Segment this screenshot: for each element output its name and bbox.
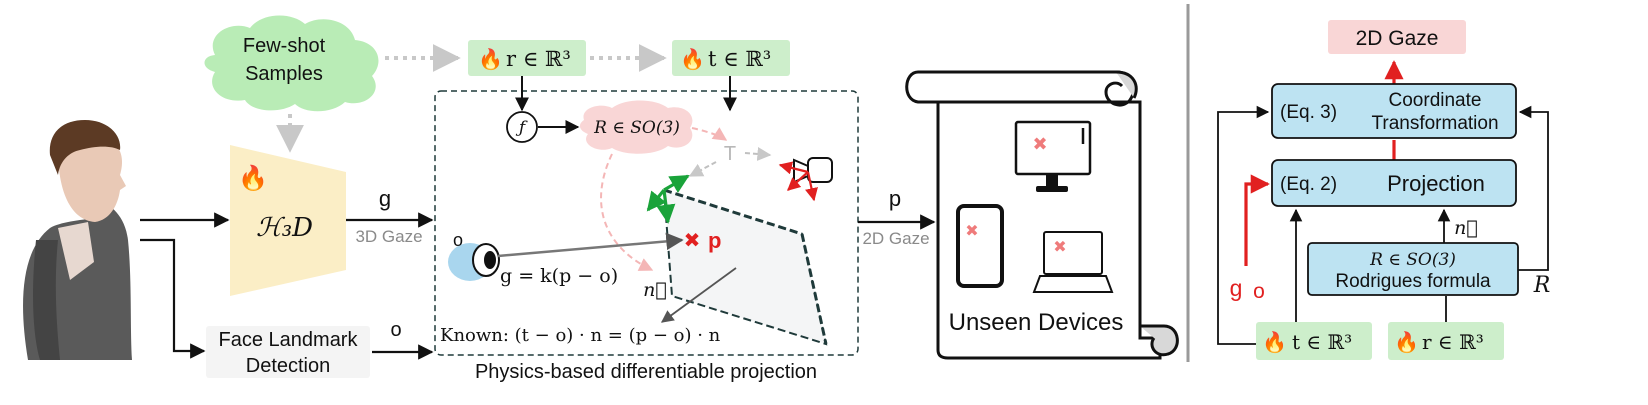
- projection-caption: Physics-based differentiable projection: [475, 361, 817, 383]
- eye-icon: [448, 243, 500, 281]
- R-feedback-arrow: [1518, 105, 1549, 271]
- R-line-label: R ∈ SO(3): [1369, 250, 1456, 270]
- phone-icon: ✖: [956, 204, 1004, 288]
- normal-arrow: [660, 267, 737, 323]
- eq2-label: (Eq. 2): [1280, 174, 1337, 195]
- t-param-label: t ∈ ℝ³: [708, 47, 771, 71]
- gaze2d-output-label: 2D Gaze: [1356, 27, 1439, 50]
- T-label: T: [724, 143, 736, 165]
- rodrigues-fn-icon: [506, 111, 538, 143]
- gaze-ray-arrow: [497, 232, 684, 258]
- T-to-screen-arrow: [688, 161, 717, 177]
- fire-icon: 🔥: [238, 164, 268, 192]
- fire-icon: 🔥: [680, 47, 705, 71]
- gaze3d-label: 3D Gaze: [355, 227, 422, 246]
- right-o-label: o: [1253, 280, 1265, 303]
- R-to-n-arrow: [600, 153, 654, 271]
- known-equation: Known: (t − o) · n = (p − o) · n: [440, 325, 721, 346]
- r-param-box: 🔥 r ∈ ℝ³: [468, 40, 586, 76]
- g-label: g: [379, 186, 391, 211]
- few-shot-line2: Samples: [245, 63, 323, 85]
- screen-plane: [662, 188, 828, 346]
- fire-icon: 🔥: [1394, 330, 1419, 354]
- projection-box: [1271, 159, 1517, 207]
- fire-icon: 🔥: [1262, 330, 1287, 354]
- rodrigues-label: Rodrigues formula: [1335, 271, 1491, 292]
- R-right-label: R: [1533, 273, 1551, 298]
- eq3-label: (Eq. 3): [1280, 102, 1337, 123]
- projection-label: Projection: [1387, 171, 1485, 196]
- R-to-T-arrow: [691, 127, 728, 141]
- camera-icon: [778, 157, 833, 202]
- projection-frame: [434, 90, 859, 356]
- t-param-box: 🔥 t ∈ ℝ³: [672, 40, 790, 76]
- right-n-label: n⃗: [1454, 217, 1478, 239]
- screen-axes-icon: [646, 174, 690, 224]
- n-label: n⃗: [643, 279, 667, 301]
- p-label: p: [708, 228, 721, 253]
- person-to-landmark-arrow: [140, 238, 206, 359]
- go-to-proj-arrow: [1244, 174, 1270, 266]
- gaze2d-output-box: [1328, 20, 1466, 54]
- R-label: R ∈ SO(3): [593, 118, 680, 138]
- o-eye-label: o: [453, 230, 463, 250]
- right-t-label: t ∈ ℝ³: [1292, 330, 1352, 354]
- laptop-icon: ✖: [1032, 231, 1114, 293]
- few-shot-cloud: Few-shot Samples: [204, 15, 379, 112]
- g-equation: g = k(p − o): [500, 265, 618, 287]
- encoder-block: 🔥 ℋ₃D: [230, 145, 346, 296]
- T-to-camera-arrow: [744, 147, 772, 161]
- o-label: o: [390, 319, 401, 341]
- landmark-box: Face Landmark Detection: [206, 326, 370, 378]
- point-marker-icon: ✖: [684, 230, 701, 252]
- rodrigues-box: [1307, 242, 1519, 296]
- r-param-label: r ∈ ℝ³: [506, 47, 571, 71]
- monitor-icon: ✖: [1014, 120, 1092, 192]
- coord-line2: Transformation: [1371, 113, 1498, 134]
- right-r-param-box: 🔥 r ∈ ℝ³: [1388, 322, 1504, 360]
- R-cloud: R ∈ SO(3): [579, 100, 693, 154]
- svg-text:✖: ✖: [1032, 134, 1047, 154]
- landmark-line1: Face Landmark: [219, 329, 359, 351]
- devices-title: Unseen Devices: [949, 309, 1124, 336]
- encoder-label: ℋ₃D: [256, 213, 313, 243]
- p-out-label: p: [889, 186, 901, 211]
- right-t-param-box: 🔥 t ∈ ℝ³: [1256, 322, 1372, 360]
- landmark-line2: Detection: [246, 355, 331, 377]
- coord-transform-box: [1271, 83, 1517, 139]
- svg-text:✖: ✖: [965, 223, 978, 240]
- t-to-coord-arrow: [1217, 105, 1270, 345]
- right-g-label: g: [1230, 275, 1243, 301]
- devices-scroll: Unseen Devices: [905, 70, 1179, 360]
- gaze2d-label: 2D Gaze: [862, 229, 929, 248]
- fn-glyph: ƒ: [515, 118, 528, 138]
- coord-line1: Coordinate: [1389, 90, 1482, 111]
- fire-icon: 🔥: [478, 47, 503, 71]
- svg-text:✖: ✖: [1053, 239, 1066, 256]
- person-illustration: [23, 120, 132, 360]
- few-shot-line1: Few-shot: [243, 35, 326, 57]
- right-r-label: r ∈ ℝ³: [1422, 330, 1484, 354]
